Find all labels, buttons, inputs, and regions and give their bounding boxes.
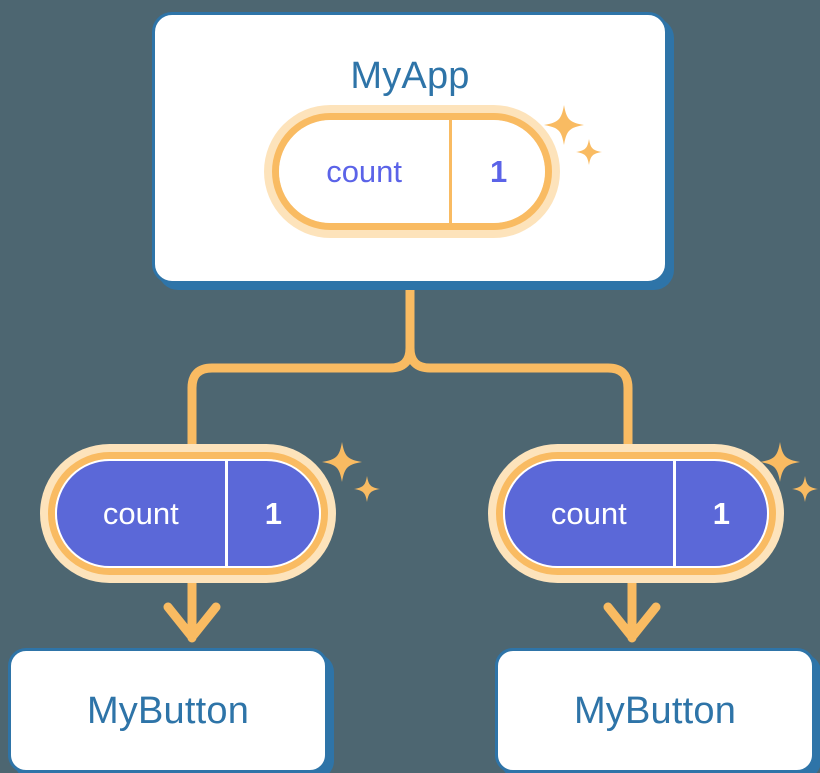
signal-inner: count 1 [503,459,769,568]
signal-ring [272,113,552,230]
signal-pill-myapp[interactable]: count 1 [264,105,560,238]
component-card-mybutton-left[interactable]: MyButton [8,648,328,773]
arrow-down-icon-right [603,575,661,643]
signal-inner: count 1 [55,459,321,568]
component-title: MyButton [86,689,250,732]
signal-value: 1 [672,461,767,566]
component-card-mybutton-right[interactable]: MyButton [495,648,815,773]
signal-name: count [102,495,179,531]
signal-pill-right[interactable]: count 1 [488,444,784,583]
sparkle-icon-small [792,476,818,502]
connector-fork-right [405,343,633,453]
sparkle-icon-large [322,442,362,482]
connector-fork-left [187,343,415,453]
signal-ring [496,452,776,575]
signal-ring [48,452,328,575]
signal-pill-left[interactable]: count 1 [40,444,336,583]
arrow-down-icon-left [163,575,221,643]
component-title: MyButton [573,689,737,732]
signal-name: count [550,495,627,531]
signal-inner: count 1 [279,120,545,223]
signal-value: 1 [224,461,319,566]
page-title: MyApp [350,55,470,97]
signal-name: count [326,153,403,189]
sparkle-icon-small [354,476,380,502]
signal-value: 1 [449,120,545,223]
